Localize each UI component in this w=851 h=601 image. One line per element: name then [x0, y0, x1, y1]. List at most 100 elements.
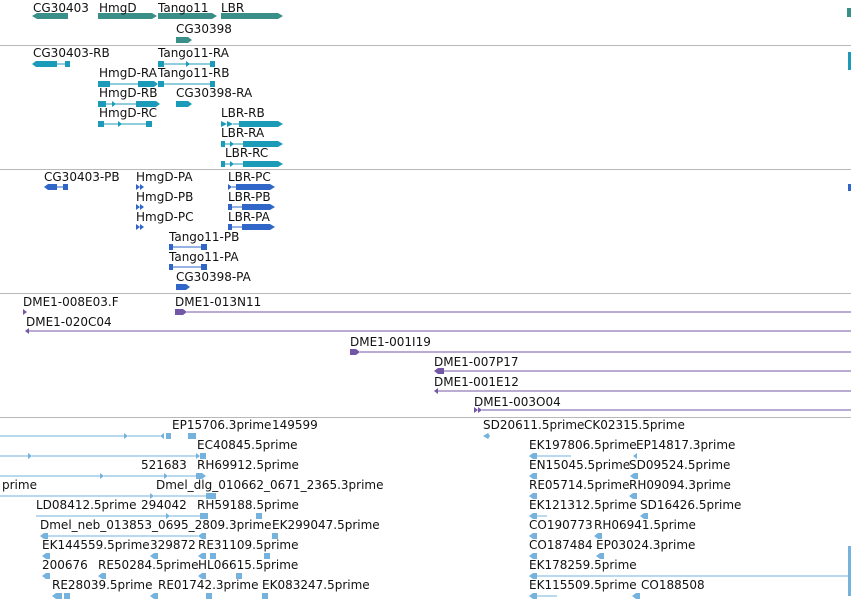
- gene-label-Tango11: Tango11: [158, 1, 209, 15]
- protein-glyph-LBR-PB[interactable]: [228, 204, 275, 210]
- est-glyph-row1-left[interactable]: [0, 433, 160, 439]
- transcript-label-HmgD-RC: HmgD-RC: [99, 106, 158, 120]
- gene-glyph-CG30403[interactable]: [32, 13, 68, 19]
- protein-glyph-HmgD-PA[interactable]: [136, 184, 144, 190]
- gene-glyph-offscreen-edge: [847, 8, 851, 17]
- genes-track-svg: [32, 8, 851, 43]
- track-transcripts: CG30403-RB Tango11-RA HmgD-RA Tango11-RB…: [0, 46, 851, 169]
- protein-glyph-LBR-PA[interactable]: [228, 224, 275, 230]
- est-glyph-521683[interactable]: [0, 473, 206, 479]
- clone-glyph-DME1-003O04[interactable]: [474, 407, 851, 413]
- est-glyph-EK115509.5prime[interactable]: [529, 593, 640, 599]
- transcript-glyph-Tango11-RA[interactable]: [158, 61, 215, 67]
- est-glyph-RE28039.5prime[interactable]: [52, 593, 268, 599]
- est-label-RE50284.5prime: RE50284.5prime: [98, 558, 199, 572]
- track-divider: [0, 417, 851, 418]
- clone-glyph-DME1-001E12[interactable]: [434, 388, 851, 394]
- protein-glyph-LBR-PC[interactable]: [228, 184, 275, 190]
- est-glyph-200676[interactable]: [42, 573, 242, 579]
- transcript-glyph-CG30398-RA[interactable]: [176, 101, 192, 107]
- transcript-glyph-HmgD-RA[interactable]: [98, 81, 158, 87]
- gene-label-CG30398: CG30398: [176, 22, 232, 36]
- protein-label-HmgD-PC: HmgD-PC: [136, 210, 194, 224]
- protein-glyph-Tango11-PA[interactable]: [169, 264, 207, 270]
- est-label-Dmel_neb_013853_0695_2809.3prime: Dmel_neb_013853_0695_2809.3prime: [40, 518, 272, 532]
- protein-label-LBR-PA: LBR-PA: [228, 210, 270, 224]
- est-label-RE28039.5prime: RE28039.5prime: [52, 578, 153, 592]
- est-label-294042: 294042: [141, 498, 187, 512]
- est-label-EC40845.5prime: EC40845.5prime: [197, 438, 298, 452]
- transcript-label-LBR-RA: LBR-RA: [221, 126, 265, 140]
- est-label-CK02315.5prime: CK02315.5prime: [584, 418, 685, 432]
- est-glyph-LD08412.5prime[interactable]: [36, 513, 262, 519]
- gene-glyph-HmgD[interactable]: [98, 13, 157, 19]
- est-label-RH59188.5prime: RH59188.5prime: [197, 498, 299, 512]
- transcript-offscreen-edge: [848, 52, 851, 70]
- gene-label-LBR: LBR: [221, 1, 245, 15]
- est-label-EK121312.5prime: EK121312.5prime: [529, 498, 637, 512]
- est-glyph-prime[interactable]: [0, 493, 216, 499]
- protein-label-CG30398-PA: CG30398-PA: [176, 270, 251, 284]
- clone-glyph-DME1-013N11[interactable]: [175, 309, 851, 315]
- transcript-glyph-HmgD-RC[interactable]: [98, 121, 152, 127]
- protein-label-LBR-PC: LBR-PC: [228, 170, 271, 184]
- ests-track-svg: [0, 433, 851, 599]
- est-glyph-EK121312.5prime[interactable]: [529, 513, 648, 519]
- track-divider: [0, 169, 851, 170]
- transcript-label-HmgD-RB: HmgD-RB: [99, 86, 158, 100]
- transcript-glyph-HmgD-RB[interactable]: [98, 101, 160, 107]
- transcript-label-CG30403-RB: CG30403-RB: [33, 46, 110, 60]
- protein-label-HmgD-PA: HmgD-PA: [136, 170, 193, 184]
- clone-label-DME1-013N11: DME1-013N11: [175, 295, 262, 309]
- protein-label-Tango11-PB: Tango11-PB: [169, 230, 240, 244]
- est-label-EK115509.5prime: EK115509.5prime: [529, 578, 637, 592]
- gene-glyph-CG30398[interactable]: [176, 37, 192, 43]
- protein-glyph-HmgD-PC[interactable]: [136, 224, 144, 230]
- est-glyph-Dmel_neb_013853_0695_2809.3prime[interactable]: [40, 533, 278, 539]
- est-glyph-CO187484[interactable]: [529, 553, 604, 559]
- clone-glyph-DME1-001I19[interactable]: [350, 349, 851, 355]
- est-label-SD09524.5prime: SD09524.5prime: [629, 458, 731, 472]
- est-label-SD20611.5prime: SD20611.5prime: [483, 418, 585, 432]
- clone-label-DME1-008E03.F: DME1-008E03.F: [23, 295, 119, 309]
- est-glyph-EK144559.5prime[interactable]: [42, 553, 270, 559]
- est-glyph-RE05714.5prime[interactable]: [529, 493, 637, 499]
- est-label-RH69912.5prime: RH69912.5prime: [197, 458, 299, 472]
- est-label-EK144559.5prime: EK144559.5prime: [42, 538, 150, 552]
- gene-glyph-LBR[interactable]: [221, 13, 283, 19]
- transcript-glyph-LBR-RA[interactable]: [221, 141, 283, 147]
- proteins-track-svg: [44, 184, 851, 290]
- gene-glyph-Tango11[interactable]: [158, 13, 217, 19]
- est-glyph-EK178259.5prime[interactable]: [529, 573, 851, 579]
- est-glyph-EK197806.5prime[interactable]: [529, 453, 637, 459]
- clone-glyph-DME1-007P17[interactable]: [434, 368, 851, 374]
- clone-label-DME1-007P17: DME1-007P17: [434, 355, 519, 369]
- protein-glyph-CG30398-PA[interactable]: [176, 284, 190, 290]
- est-glyph-EN15045.5prime[interactable]: [529, 473, 638, 479]
- protein-glyph-Tango11-PB[interactable]: [169, 244, 207, 250]
- transcript-glyph-LBR-RC[interactable]: [221, 161, 283, 167]
- est-glyph-EC40845.5prime[interactable]: [0, 453, 206, 459]
- track-divider: [0, 45, 851, 46]
- transcript-label-LBR-RC: LBR-RC: [225, 146, 269, 160]
- est-glyph-CO190773[interactable]: [529, 533, 602, 539]
- est-label-EK299047.5prime: EK299047.5prime: [272, 518, 380, 532]
- est-glyph-EP15706.3prime[interactable]: [160, 433, 171, 439]
- est-label-CO187484: CO187484: [529, 538, 593, 552]
- protein-offscreen-edge: [848, 184, 851, 191]
- protein-label-HmgD-PB: HmgD-PB: [136, 190, 194, 204]
- protein-glyph-CG30403-PB[interactable]: [44, 184, 68, 190]
- est-label-Dmel_dlg_010662_0671_2365.3prime: Dmel_dlg_010662_0671_2365.3prime: [156, 478, 384, 492]
- transcript-glyph-LBR-RB[interactable]: [221, 121, 283, 127]
- protein-label-CG30403-PB: CG30403-PB: [44, 170, 120, 184]
- est-label-EP15706.3prime: EP15706.3prime: [172, 418, 272, 432]
- est-label-EP03024.3prime: EP03024.3prime: [596, 538, 696, 552]
- protein-glyph-HmgD-PB[interactable]: [136, 204, 144, 210]
- clone-glyph-DME1-008E03.F[interactable]: [23, 309, 27, 315]
- transcript-glyph-Tango11-RB[interactable]: [158, 81, 215, 87]
- clone-glyph-DME1-020C04[interactable]: [25, 328, 851, 334]
- est-glyph-SD20611.5prime[interactable]: [483, 433, 490, 439]
- transcript-glyph-CG30403-RB[interactable]: [32, 61, 70, 67]
- est-label-RE05714.5prime: RE05714.5prime: [529, 478, 630, 492]
- est-glyph-149599[interactable]: [188, 433, 196, 439]
